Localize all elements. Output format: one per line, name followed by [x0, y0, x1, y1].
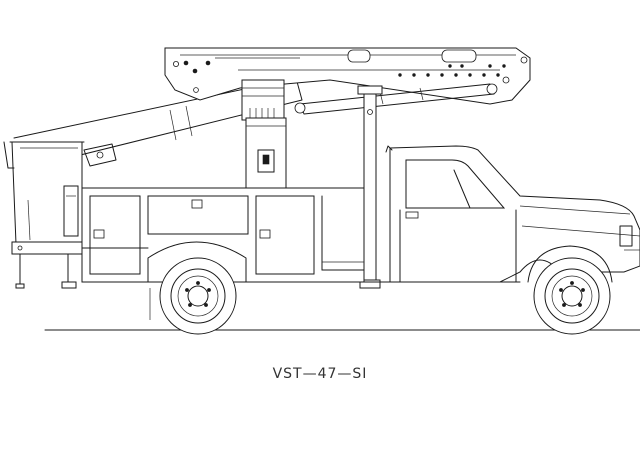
upper-boom: [164, 47, 531, 105]
service-body: [81, 187, 365, 283]
front-wheel: [533, 257, 611, 335]
rear-outrigger: [11, 241, 85, 289]
lower-boom: [13, 77, 303, 171]
turntable-pedestal: [241, 79, 287, 189]
truck-cab: [385, 145, 640, 283]
rear-wheel: [159, 257, 237, 335]
model-label: VST—47—SI: [272, 366, 368, 382]
hydraulic-cylinder: [294, 83, 498, 115]
boom-rivets: [398, 64, 506, 77]
boom-rest-post: [357, 85, 383, 289]
aerial-bucket: [3, 141, 85, 245]
